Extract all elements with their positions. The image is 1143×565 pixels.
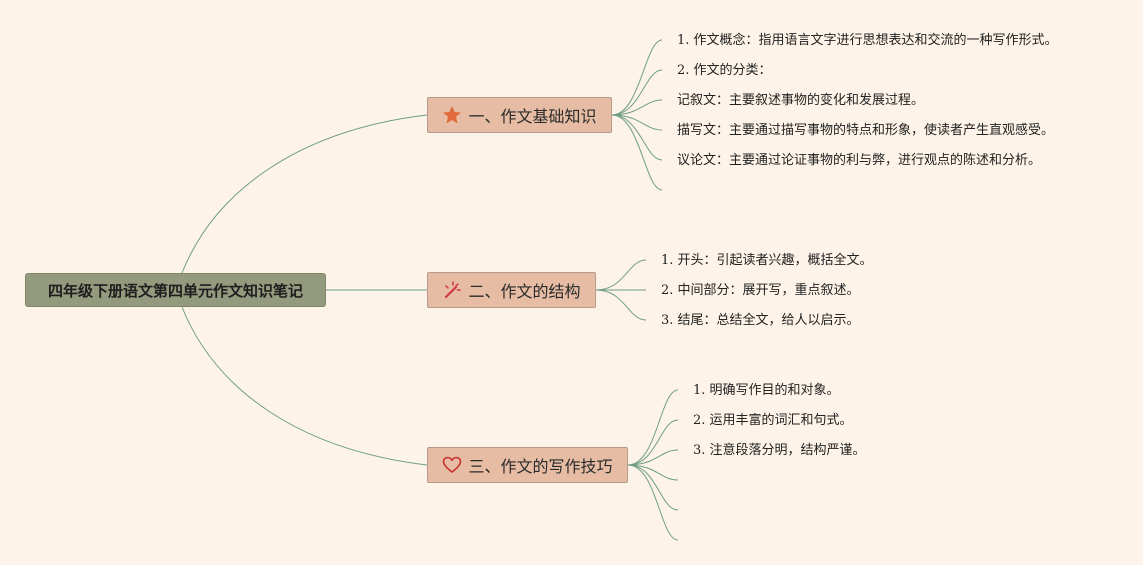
magic-wand-icon xyxy=(442,280,462,300)
branch-node-structure[interactable]: 二、作文的结构 xyxy=(427,272,596,308)
leaf-ending: 3. 结尾：总结全文，给人以启示。 xyxy=(661,313,860,328)
leaf-argumentative: 议论文：主要通过论证事物的利与弊，进行观点的陈述和分析。 xyxy=(677,153,1042,168)
leaf-narrative: 记叙文：主要叙述事物的变化和发展过程。 xyxy=(677,93,925,108)
leaf-opening: 1. 开头：引起读者兴趣，概括全文。 xyxy=(661,253,873,268)
branch-label: 三、作文的写作技巧 xyxy=(468,457,613,476)
branch-node-basics[interactable]: 一、作文基础知识 xyxy=(427,97,612,133)
root-label: 四年级下册语文第四单元作文知识笔记 xyxy=(47,281,303,300)
leaf-concept: 1. 作文概念：指用语言文字进行思想表达和交流的一种写作形式。 xyxy=(677,33,1058,48)
branch-label: 一、作文基础知识 xyxy=(468,107,597,126)
star-icon xyxy=(442,105,462,125)
root-to-branch-3-line xyxy=(181,306,428,466)
root-to-branch-1-line xyxy=(181,114,428,274)
leaf-vocabulary: 2. 运用丰富的词汇和句式。 xyxy=(693,413,853,428)
root-node[interactable]: 四年级下册语文第四单元作文知识笔记 xyxy=(25,273,326,307)
heart-icon xyxy=(442,455,462,475)
branch-node-techniques[interactable]: 三、作文的写作技巧 xyxy=(427,447,628,483)
leaf-classification: 2. 作文的分类： xyxy=(677,63,772,78)
leaf-descriptive: 描写文：主要通过描写事物的特点和形象，使读者产生直观感受。 xyxy=(677,123,1055,138)
branch-label: 二、作文的结构 xyxy=(468,282,581,301)
leaf-middle: 2. 中间部分：展开写，重点叙述。 xyxy=(661,283,860,298)
leaf-purpose: 1. 明确写作目的和对象。 xyxy=(693,383,840,398)
leaf-paragraphs: 3. 注意段落分明，结构严谨。 xyxy=(693,443,866,458)
